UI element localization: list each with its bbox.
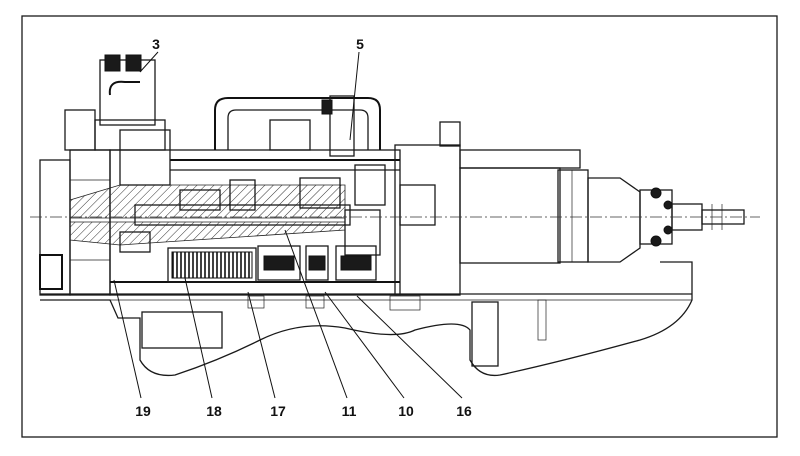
leader-5 bbox=[349, 51, 360, 141]
piston-rod bbox=[134, 204, 351, 226]
right-housing bbox=[394, 144, 461, 296]
valve-block-head-1 bbox=[104, 54, 121, 72]
right-end-cap bbox=[557, 169, 589, 263]
inner-block-c bbox=[299, 177, 341, 209]
bed-foot-right bbox=[471, 301, 499, 367]
roller-carriage-3 bbox=[335, 245, 377, 281]
callout-label-19: 19 bbox=[135, 403, 151, 419]
roller-carriage-1 bbox=[257, 245, 301, 281]
leader-19 bbox=[113, 279, 142, 399]
leader-17 bbox=[247, 291, 276, 399]
hub-bolt-1 bbox=[650, 187, 662, 199]
bed-pad-1 bbox=[247, 295, 265, 309]
hub-bolt-4 bbox=[663, 225, 673, 235]
drawing-border bbox=[21, 15, 778, 438]
callout-label-11: 11 bbox=[342, 403, 357, 419]
pipe-valve-block bbox=[329, 95, 355, 157]
leader-16 bbox=[356, 295, 463, 399]
hatched-ram-upper bbox=[69, 184, 346, 219]
machine-bed-outline bbox=[40, 261, 693, 377]
leader-10 bbox=[324, 291, 405, 399]
pipe-clamp bbox=[269, 119, 311, 151]
leader-18 bbox=[184, 277, 213, 399]
bed-foot-left bbox=[141, 311, 223, 349]
inner-block-e bbox=[119, 231, 151, 253]
bed-foot-far-right bbox=[537, 299, 547, 341]
control-box bbox=[119, 129, 171, 186]
inner-block-b bbox=[229, 179, 256, 211]
bed-pad-2 bbox=[305, 295, 325, 309]
callout-label-10: 10 bbox=[398, 403, 414, 419]
bed-pad-3 bbox=[389, 295, 421, 311]
hub-bolt-3 bbox=[663, 200, 673, 210]
leader-3 bbox=[139, 51, 159, 73]
right-flange-block bbox=[399, 184, 436, 226]
ribbed-pack-frame bbox=[167, 247, 257, 283]
pipe-top-fitting bbox=[321, 99, 333, 115]
callout-label-17: 17 bbox=[270, 403, 286, 419]
roller-carriage-2-core bbox=[308, 255, 326, 271]
valve-block-head-2 bbox=[125, 54, 142, 72]
right-flange bbox=[587, 177, 641, 263]
right-cylinder-upper bbox=[459, 149, 581, 169]
inner-block-a bbox=[179, 189, 221, 211]
left-stop-block bbox=[39, 254, 63, 290]
roller-carriage-2 bbox=[305, 245, 329, 281]
right-main-cylinder bbox=[459, 167, 561, 264]
roller-carriage-1-core bbox=[263, 255, 295, 271]
inner-block-f bbox=[354, 164, 386, 206]
callout-label-16: 16 bbox=[456, 403, 472, 419]
inner-block-d bbox=[344, 209, 381, 256]
hub-bolt-2 bbox=[650, 235, 662, 247]
loop-pipe-inner bbox=[227, 109, 369, 150]
hatched-ram-lower bbox=[69, 221, 346, 246]
right-housing-top bbox=[439, 121, 461, 147]
callout-label-3: 3 bbox=[152, 36, 160, 52]
callout-label-18: 18 bbox=[206, 403, 222, 419]
left-end-housing bbox=[39, 159, 71, 296]
valve-side-block bbox=[64, 109, 96, 151]
roller-carriage-3-core bbox=[340, 255, 372, 271]
loop-pipe-outer bbox=[214, 97, 381, 150]
valve-connector bbox=[108, 80, 140, 96]
callout-label-5: 5 bbox=[356, 36, 364, 52]
ribbed-pack bbox=[171, 251, 253, 279]
leader-11 bbox=[284, 229, 348, 399]
